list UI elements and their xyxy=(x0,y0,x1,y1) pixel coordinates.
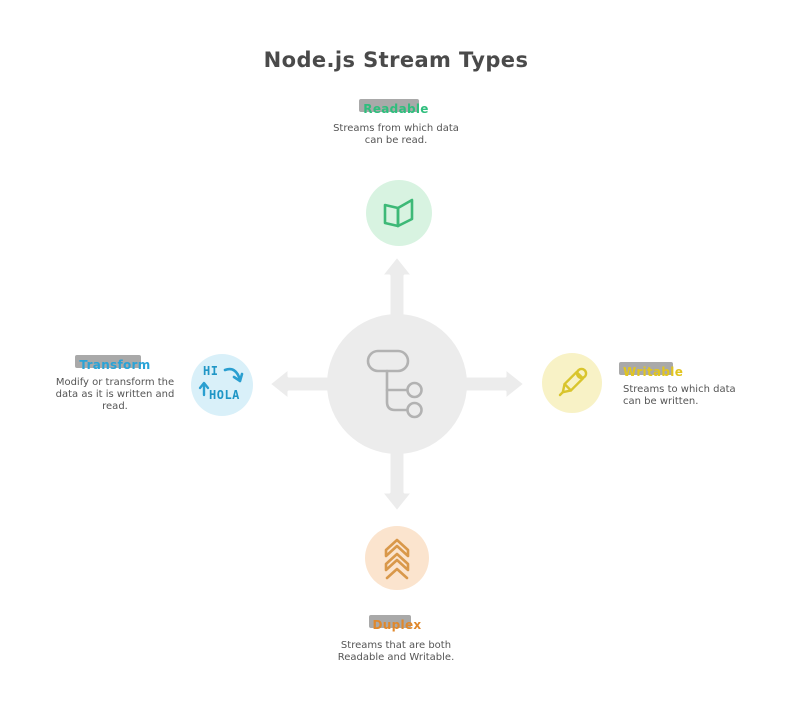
curved-arrow-icon xyxy=(223,367,244,383)
transform-icon-circle: HI HOLA xyxy=(191,354,253,416)
flowchart-icon xyxy=(366,349,423,419)
transform-heading: Transform xyxy=(55,354,175,373)
writable-highlight-bar xyxy=(619,362,674,375)
transform-highlight-bar xyxy=(75,355,141,368)
center-hub xyxy=(267,254,527,514)
writable-description: Streams to which data can be written. xyxy=(623,384,736,407)
readable-highlight-bar xyxy=(359,99,419,112)
writable-label: Writable xyxy=(623,365,684,379)
readable-icon-circle xyxy=(366,180,432,246)
transform-label: Transform xyxy=(79,358,151,372)
open-book-icon xyxy=(383,198,414,228)
readable-label: Readable xyxy=(363,102,429,116)
translate-icon: HI HOLA xyxy=(191,354,253,416)
duplex-highlight-bar xyxy=(368,615,412,628)
hub-circle xyxy=(327,314,467,454)
readable-description: Streams from which data can be read. xyxy=(333,123,459,146)
translate-word-hi: HI xyxy=(203,364,219,378)
writable-heading: Writable xyxy=(619,361,743,380)
duplex-icon-circle xyxy=(365,526,429,590)
duplex-heading: Duplex xyxy=(332,614,462,633)
page-title: Node.js Stream Types xyxy=(263,48,529,72)
translate-word-hola: HOLA xyxy=(209,388,240,402)
chevrons-up-icon xyxy=(384,538,410,580)
readable-heading: Readable xyxy=(331,98,461,117)
writable-icon-circle xyxy=(542,353,602,413)
transform-description: Modify or transform the data as it is wr… xyxy=(55,377,175,412)
pen-icon xyxy=(558,367,588,397)
duplex-description: Streams that are both Readable and Writa… xyxy=(337,640,455,663)
duplex-label: Duplex xyxy=(372,618,422,632)
up-arrow-icon xyxy=(198,381,210,397)
